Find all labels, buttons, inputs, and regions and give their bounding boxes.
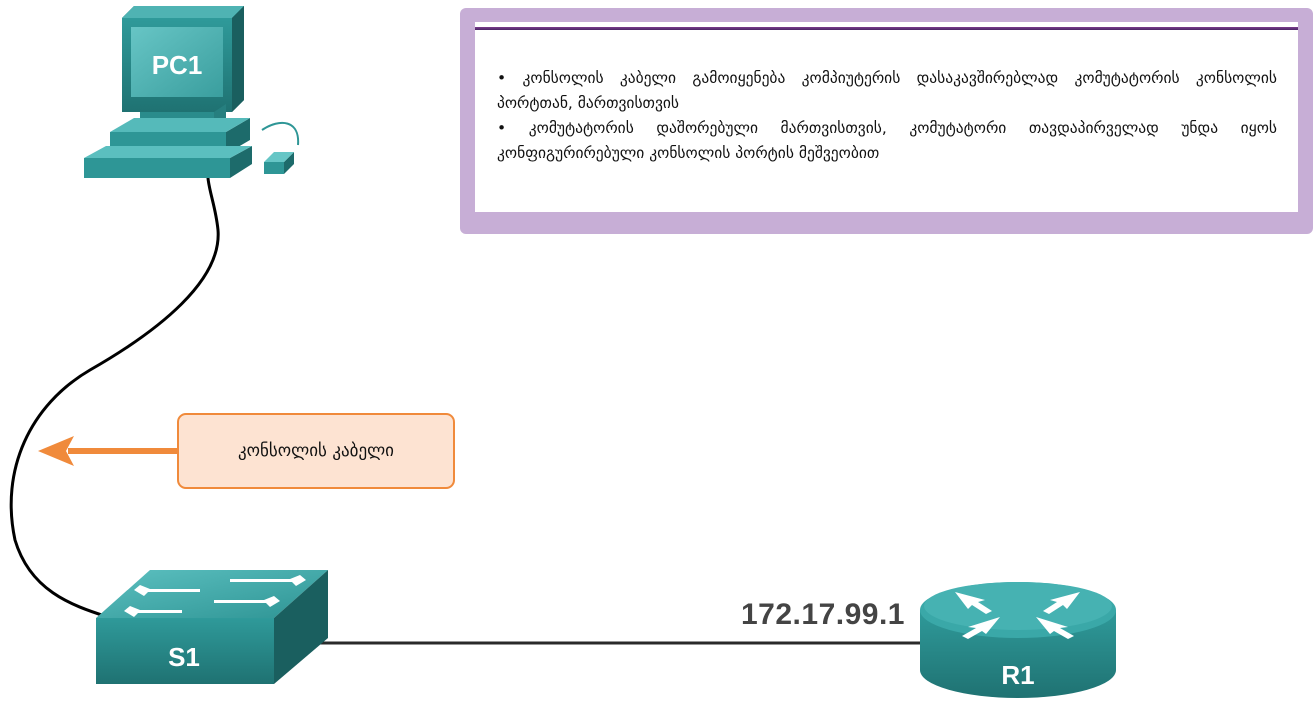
- info-box-rule: [475, 27, 1298, 30]
- pc-icon[interactable]: PC1: [84, 6, 300, 178]
- router-ip-label: 172.17.99.1: [741, 598, 905, 631]
- info-bullet: კომუტატორის დაშორებული მართვისთვის, კომუ…: [497, 116, 1277, 166]
- switch-label: S1: [168, 642, 200, 672]
- router-label: R1: [1001, 660, 1034, 690]
- console-cable: [9, 159, 220, 619]
- switch-icon[interactable]: S1: [96, 570, 328, 684]
- pc-label: PC1: [152, 50, 203, 80]
- info-box: კონსოლის კაბელი გამოიყენება კომპიუტერის …: [460, 8, 1313, 234]
- callout-text: კონსოლის კაბელი: [238, 441, 394, 461]
- router-icon[interactable]: R1: [920, 582, 1116, 698]
- console-cable-callout: კონსოლის კაბელი: [177, 413, 455, 489]
- switch-arrows-icon: [124, 575, 306, 617]
- info-box-content: კონსოლის კაბელი გამოიყენება კომპიუტერის …: [475, 22, 1298, 212]
- callout-arrow: [38, 436, 177, 466]
- router-arrows-icon: [955, 592, 1080, 639]
- info-bullet: კონსოლის კაბელი გამოიყენება კომპიუტერის …: [497, 66, 1277, 116]
- info-bullet-list: კონსოლის კაბელი გამოიყენება კომპიუტერის …: [497, 66, 1277, 166]
